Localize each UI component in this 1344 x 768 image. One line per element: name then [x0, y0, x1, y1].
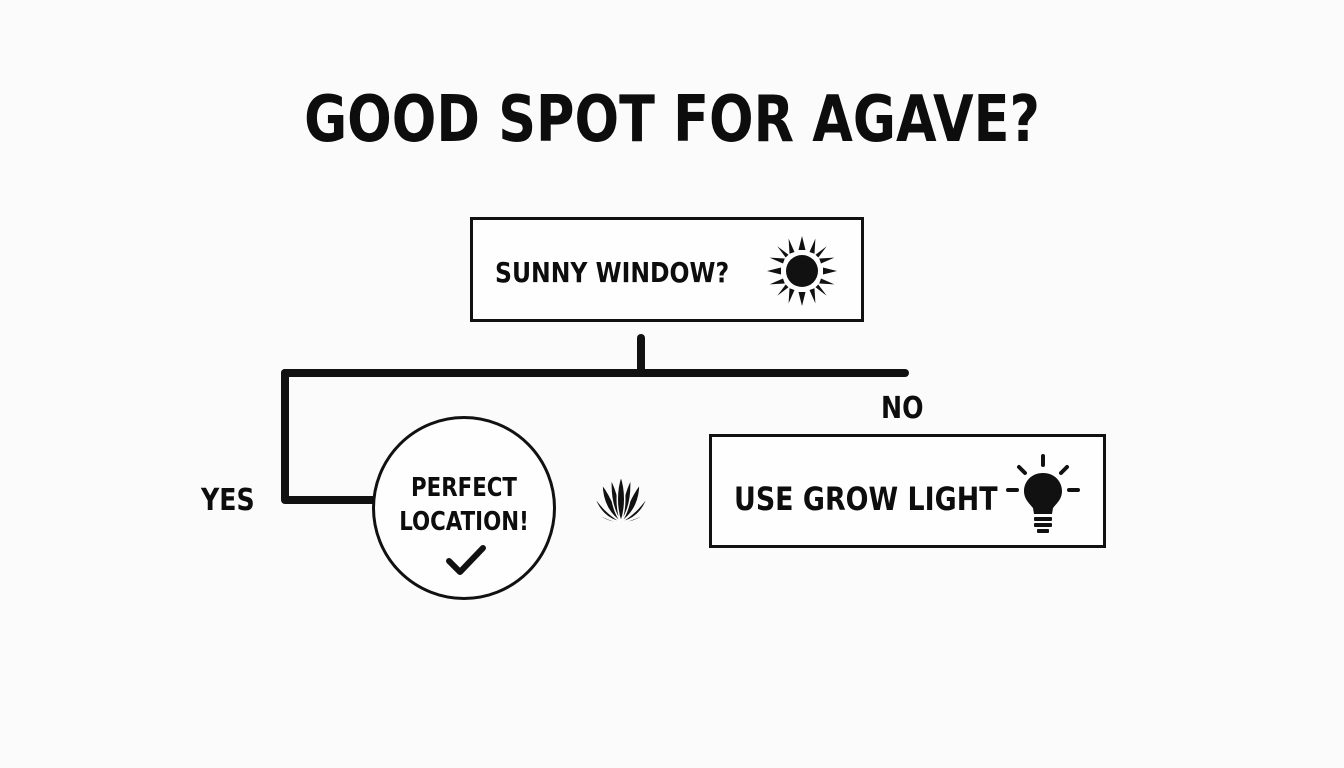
question-node: SUNNY WINDOW?: [470, 217, 864, 322]
yes-branch-label: YES: [201, 483, 255, 518]
grow-light-node: USE GROW LIGHT: [709, 434, 1106, 548]
agave-plant-icon: [591, 475, 651, 524]
perfect-location-label: PERFECT LOCATION!: [391, 471, 537, 539]
perfect-location-node: PERFECT LOCATION!: [372, 416, 556, 600]
yes-branch-line: [281, 369, 379, 504]
perfect-label-line1: PERFECT: [411, 473, 517, 503]
diagram-title: GOOD SPOT FOR AGAVE?: [304, 83, 1040, 157]
question-label: SUNNY WINDOW?: [495, 256, 730, 289]
no-branch-label: NO: [881, 391, 924, 426]
sun-icon: [767, 236, 837, 306]
perfect-label-line2: LOCATION!: [399, 507, 529, 537]
grow-light-label: USE GROW LIGHT: [734, 480, 998, 518]
light-bulb-icon: [1006, 454, 1080, 533]
checkmark-icon: [446, 545, 486, 575]
